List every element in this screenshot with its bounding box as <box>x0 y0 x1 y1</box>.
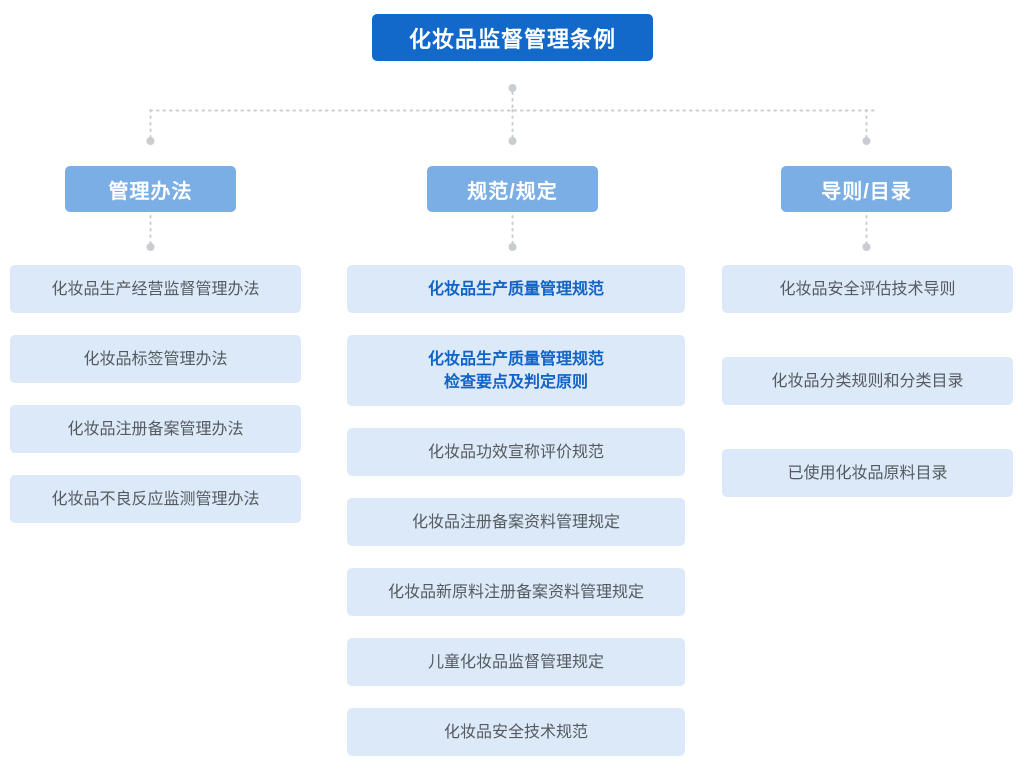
diagram-node[interactable]: 化妆品标签管理办法 <box>10 335 301 383</box>
diagram-node-highlighted[interactable]: 化妆品生产质量管理规范 <box>347 265 685 313</box>
diagram-node[interactable]: 化妆品新原料注册备案资料管理规定 <box>347 568 685 616</box>
category-column-guifan-guiding: 化妆品生产质量管理规范 化妆品生产质量管理规范 检查要点及判定原则 化妆品功效宣… <box>347 265 685 778</box>
node-label: 化妆品安全技术规范 <box>443 723 588 741</box>
diagram-node[interactable]: 化妆品安全评估技术导则 <box>722 265 1013 313</box>
node-label: 化妆品注册备案资料管理规定 <box>411 513 620 531</box>
diagram-node[interactable]: 已使用化妆品原料目录 <box>722 449 1013 497</box>
node-label: 化妆品功效宣称评价规范 <box>427 443 604 461</box>
node-label: 化妆品不良反应监测管理办法 <box>51 490 260 508</box>
category-header-guanli-banfa[interactable]: 管理办法 <box>65 166 236 212</box>
node-label: 化妆品生产质量管理规范 <box>427 350 604 368</box>
diagram-node[interactable]: 化妆品分类规则和分类目录 <box>722 357 1013 405</box>
node-label: 儿童化妆品监督管理规定 <box>427 653 604 671</box>
diagram-node[interactable]: 化妆品不良反应监测管理办法 <box>10 475 301 523</box>
category-header-guifan-guiding[interactable]: 规范/规定 <box>427 166 598 212</box>
category-column-guanli-banfa: 化妆品生产经营监督管理办法 化妆品标签管理办法 化妆品注册备案管理办法 化妆品不… <box>10 265 301 545</box>
diagram-node[interactable]: 化妆品注册备案资料管理规定 <box>347 498 685 546</box>
node-label: 化妆品标签管理办法 <box>83 350 228 368</box>
node-label: 化妆品生产质量管理规范 <box>427 280 604 298</box>
diagram-node[interactable]: 化妆品安全技术规范 <box>347 708 685 756</box>
diagram-node-highlighted[interactable]: 化妆品生产质量管理规范 检查要点及判定原则 <box>347 335 685 406</box>
diagram-node[interactable]: 化妆品注册备案管理办法 <box>10 405 301 453</box>
diagram-node[interactable]: 化妆品功效宣称评价规范 <box>347 428 685 476</box>
node-label: 化妆品安全评估技术导则 <box>779 280 956 298</box>
node-label-second-line: 检查要点及判定原则 <box>443 373 588 391</box>
node-label: 化妆品新原料注册备案资料管理规定 <box>387 583 644 601</box>
node-label: 化妆品分类规则和分类目录 <box>771 372 964 390</box>
diagram-node[interactable]: 儿童化妆品监督管理规定 <box>347 638 685 686</box>
node-label: 化妆品注册备案管理办法 <box>67 420 244 438</box>
category-column-daoze-mulu: 化妆品安全评估技术导则 化妆品分类规则和分类目录 已使用化妆品原料目录 <box>722 265 1013 541</box>
node-label: 已使用化妆品原料目录 <box>787 464 948 482</box>
diagram-node[interactable]: 化妆品生产经营监督管理办法 <box>10 265 301 313</box>
category-header-daoze-mulu[interactable]: 导则/目录 <box>781 166 952 212</box>
root-title-node[interactable]: 化妆品监督管理条例 <box>372 14 653 61</box>
node-label: 化妆品生产经营监督管理办法 <box>51 280 260 298</box>
